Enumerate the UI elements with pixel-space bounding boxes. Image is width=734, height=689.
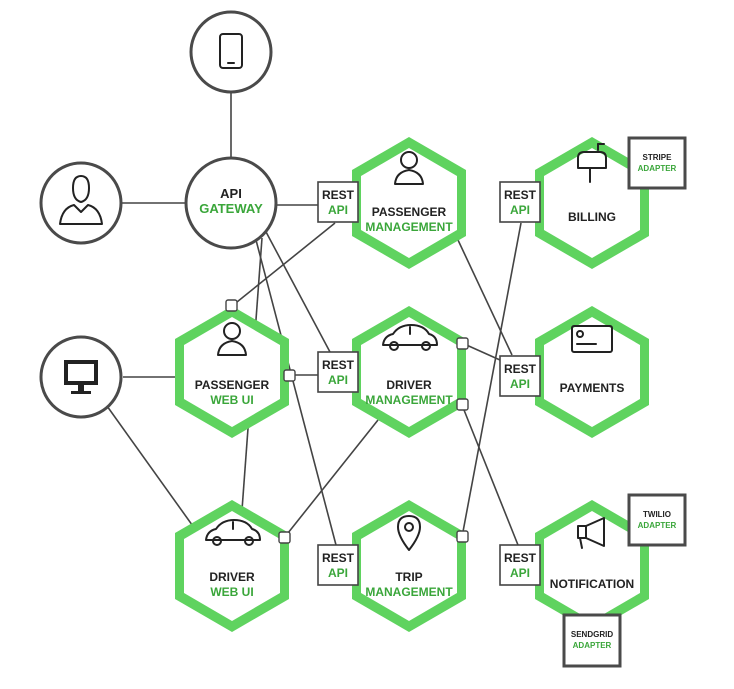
desktop-monitor-icon <box>64 360 98 394</box>
rest-api-label-line2: API <box>510 377 530 391</box>
rest-api-label-line1: REST <box>322 551 355 565</box>
service-payments[interactable]: PAYMENTS <box>535 306 649 438</box>
mailbox-icon <box>577 143 607 183</box>
service-billing[interactable]: BILLING <box>535 137 649 269</box>
edge-passenger-webui-passenger-rest <box>231 222 336 307</box>
twilio-adapter-label-line1: TWILIO <box>643 510 671 519</box>
port-driver-management-bottom-right <box>456 398 469 411</box>
rest-api-label-line1: REST <box>322 188 355 202</box>
adapter-twilio[interactable]: TWILIO ADAPTER <box>627 493 687 547</box>
driver-web-ui-label-line2: WEB UI <box>210 585 253 599</box>
api-gateway[interactable]: API GATEWAY <box>184 156 278 250</box>
passenger-web-ui-label-line2: WEB UI <box>210 393 253 407</box>
edge-driver-webui-driver-mgmt <box>283 419 379 539</box>
mobile-phone-icon <box>219 33 243 69</box>
port-passenger-web-ui-right <box>283 369 296 382</box>
sendgrid-adapter-label-line1: SENDGRID <box>571 630 613 639</box>
billing-label-line1: BILLING <box>568 210 616 224</box>
rest-api-label-line2: API <box>510 566 530 580</box>
service-notification[interactable]: NOTIFICATION <box>535 500 649 632</box>
trip-management-label-line2: MANAGEMENT <box>365 585 453 599</box>
rest-api-label-line2: API <box>328 203 348 217</box>
passenger-management-label-line2: MANAGEMENT <box>365 220 453 234</box>
edge-gateway-trip-rest <box>255 239 337 546</box>
megaphone-icon <box>577 517 605 549</box>
rest-api-passenger-management[interactable]: REST API <box>317 181 359 223</box>
rest-api-label-line2: API <box>328 566 348 580</box>
rest-api-notification[interactable]: REST API <box>499 544 541 586</box>
driver-management-label-line2: MANAGEMENT <box>365 393 453 407</box>
edge-trip-mgmt-billing-rest <box>461 222 522 538</box>
port-driver-management-top-right <box>456 337 469 350</box>
port-passenger-web-ui-top <box>225 299 238 312</box>
car-icon <box>382 324 438 351</box>
gateway-label-line1: API <box>220 186 242 201</box>
rest-api-trip-management[interactable]: REST API <box>317 544 359 586</box>
driver-management-label-line1: DRIVER <box>386 378 432 392</box>
rest-api-billing[interactable]: REST API <box>499 181 541 223</box>
notification-label-line1: NOTIFICATION <box>550 577 634 591</box>
driver-web-ui-label-line1: DRIVER <box>209 570 255 584</box>
port-trip-management-right <box>456 530 469 543</box>
passenger-icon <box>217 322 247 356</box>
ports <box>225 299 469 544</box>
rest-api-label-line1: REST <box>504 362 537 376</box>
adapter-stripe[interactable]: STRIPE ADAPTER <box>627 136 687 190</box>
passenger-web-ui-label-line1: PASSENGER <box>195 378 270 392</box>
rest-api-driver-management[interactable]: REST API <box>317 351 359 393</box>
credit-card-icon <box>571 325 613 353</box>
rest-api-label-line1: REST <box>322 358 355 372</box>
stripe-adapter-label-line1: STRIPE <box>643 153 673 162</box>
user-client[interactable] <box>39 161 123 245</box>
user-icon <box>59 175 103 225</box>
service-driver-web-ui[interactable]: DRIVER WEB UI <box>175 500 289 632</box>
passenger-management-label-line1: PASSENGER <box>372 205 447 219</box>
edge-desktop-driver-webui <box>106 405 201 537</box>
twilio-adapter-label-line2: ADAPTER <box>638 521 677 530</box>
adapter-sendgrid[interactable]: SENDGRID ADAPTER <box>562 613 622 668</box>
passenger-icon <box>394 151 424 185</box>
car-icon <box>205 519 261 546</box>
edge-passenger-mgmt-payments-rest <box>457 239 513 356</box>
payments-label-line1: PAYMENTS <box>560 381 625 395</box>
trip-management-label-line1: TRIP <box>395 570 422 584</box>
edge-gateway-driver-rest <box>264 229 331 353</box>
rest-api-payments[interactable]: REST API <box>499 355 541 397</box>
desktop-client[interactable] <box>39 335 123 419</box>
service-passenger-web-ui[interactable]: PASSENGER WEB UI <box>175 306 289 438</box>
rest-api-label-line1: REST <box>504 188 537 202</box>
gateway-label-line2: GATEWAY <box>199 201 263 216</box>
service-trip-management[interactable]: TRIP MANAGEMENT <box>352 500 466 632</box>
connections <box>106 92 522 546</box>
rest-api-label-line1: REST <box>504 551 537 565</box>
sendgrid-adapter-label-line2: ADAPTER <box>573 641 612 650</box>
edge-driver-mgmt-notification-rest <box>461 404 519 546</box>
service-passenger-management[interactable]: PASSENGER MANAGEMENT <box>352 137 466 269</box>
map-pin-icon <box>397 515 421 551</box>
service-driver-management[interactable]: DRIVER MANAGEMENT <box>352 306 466 438</box>
mobile-client[interactable] <box>189 10 273 94</box>
rest-api-label-line2: API <box>510 203 530 217</box>
stripe-adapter-label-line2: ADAPTER <box>638 164 677 173</box>
port-driver-web-ui-right <box>278 531 291 544</box>
rest-api-label-line2: API <box>328 373 348 387</box>
